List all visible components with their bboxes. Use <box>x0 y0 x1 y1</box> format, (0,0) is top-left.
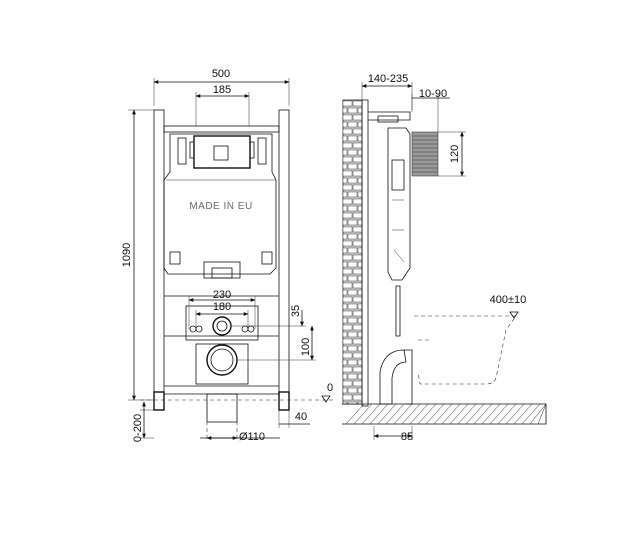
dim-height-total: 1090 <box>121 243 133 267</box>
dim-depth-range: 140-235 <box>368 73 408 85</box>
brick-wall <box>342 99 363 405</box>
side-view <box>342 99 547 440</box>
front-view: MADE IN EU <box>140 109 335 440</box>
cistern-side <box>387 127 411 281</box>
inlet-connection <box>212 316 232 336</box>
dim-offset-top: 35 <box>290 305 302 317</box>
dim-bowl-projection: 400±10 <box>490 294 527 306</box>
side-drain-bend <box>379 349 407 405</box>
drain-outlet <box>206 344 238 376</box>
dim-mounting-inner: 180 <box>213 301 231 313</box>
dim-flush-plate-range: 10-90 <box>419 88 447 100</box>
dim-pipe-diameter: Ø110 <box>239 431 265 443</box>
floor-hatch <box>345 403 547 425</box>
dim-floor-level: 0 <box>327 382 333 394</box>
frame-left-upright <box>153 109 165 411</box>
dim-width-total: 500 <box>212 68 230 80</box>
frame-right-upright <box>278 109 290 411</box>
dim-floor-offset: 40 <box>295 411 307 423</box>
front-dimensions: 500 185 1090 0-200 230 180 35 100 0 40 <box>121 68 333 443</box>
dim-height-adjust: 0-200 <box>132 414 144 442</box>
side-dimensions: 140-235 10-90 120 400±10 85 <box>361 73 527 443</box>
cistern-body <box>163 133 277 275</box>
flush-plate <box>411 131 439 177</box>
dim-offset-drain: 100 <box>300 338 312 356</box>
drain-pipe <box>206 393 238 423</box>
dim-mounting-outer: 230 <box>213 289 231 301</box>
dim-outlet-offset: 85 <box>401 431 413 443</box>
embossed-text: MADE IN EU <box>189 201 252 212</box>
side-frame <box>361 99 369 407</box>
dim-width-top: 185 <box>213 84 231 96</box>
toilet-bowl <box>414 315 517 385</box>
frame-top-rail <box>163 125 280 133</box>
mounting-plate <box>185 305 259 341</box>
flush-valve-housing <box>193 135 251 169</box>
dim-flush-plate-height: 120 <box>449 145 461 163</box>
